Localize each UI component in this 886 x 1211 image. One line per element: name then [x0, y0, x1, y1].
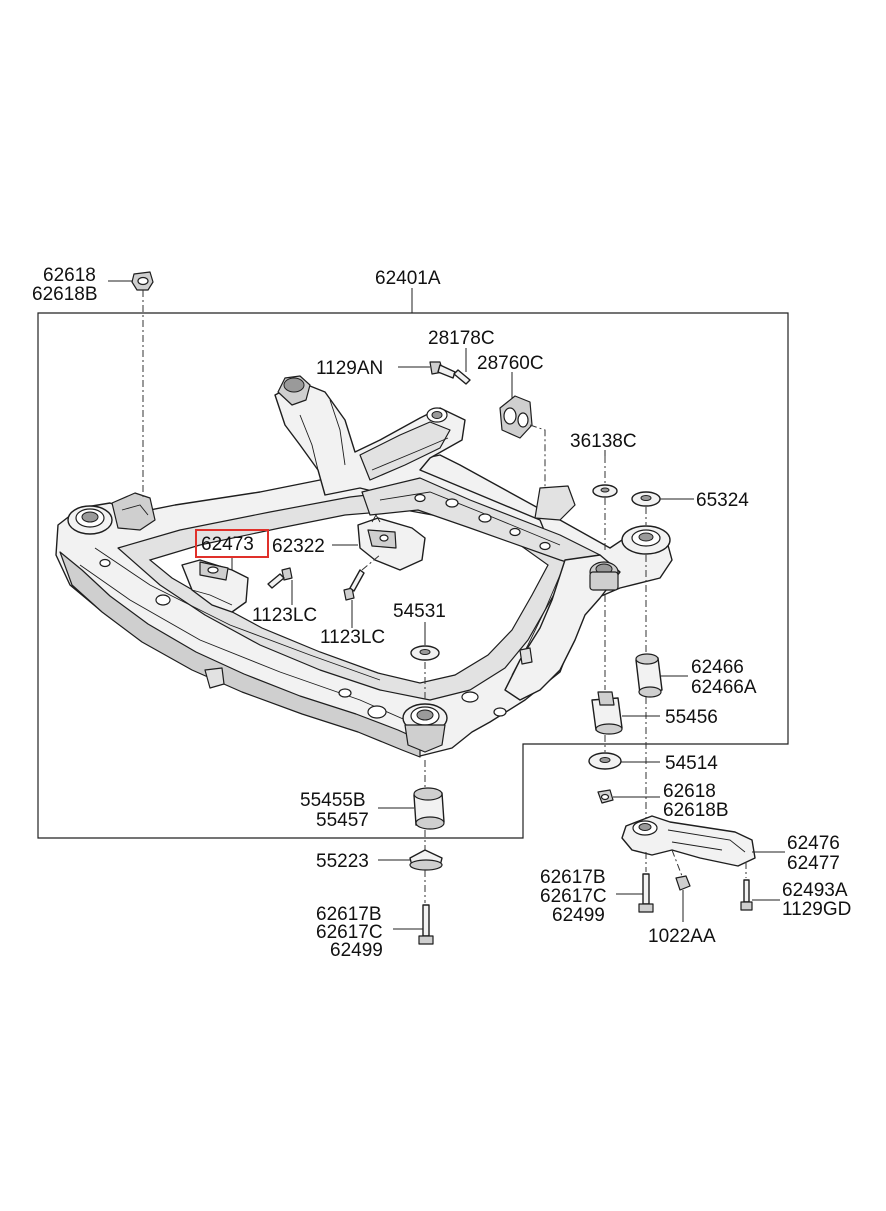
pin-28178c	[453, 369, 471, 385]
washer-65324	[631, 491, 661, 507]
dash-1123lc-b	[361, 554, 381, 571]
part-label[interactable]: 62322	[272, 536, 325, 557]
dash-1022aa	[671, 849, 683, 877]
part-label[interactable]: 62466	[691, 657, 744, 678]
part-label[interactable]: 36138C	[570, 431, 637, 452]
part-label[interactable]: 1129AN	[316, 358, 383, 379]
nut-1022aa	[675, 875, 691, 891]
part-label[interactable]: 55456	[665, 707, 718, 728]
bolt-1123lc-b	[343, 569, 365, 601]
part-label[interactable]: 62493A	[782, 880, 848, 901]
part-label[interactable]: 62617B	[316, 904, 382, 925]
assembly-frame-outline	[37, 312, 789, 839]
bolt-62493a	[740, 879, 753, 911]
hanger-28760c	[499, 395, 533, 439]
nut-62618-mid	[597, 789, 614, 804]
bracket-62476	[621, 815, 756, 867]
insulator-55456	[591, 691, 623, 735]
highlight-box-62473	[195, 529, 269, 558]
part-label[interactable]: 62499	[552, 905, 605, 926]
bolt-62617b-left	[418, 904, 434, 945]
part-label[interactable]: 62618B	[663, 800, 729, 821]
part-label[interactable]: 62618B	[32, 284, 98, 305]
bolt-62617b-right	[638, 873, 654, 913]
nut-62618-top	[131, 271, 154, 291]
part-label[interactable]: 55457	[316, 810, 369, 831]
part-label[interactable]: 62618	[663, 781, 716, 802]
part-label[interactable]: 62618	[43, 265, 96, 286]
part-label[interactable]: 62401A	[375, 268, 441, 289]
part-label[interactable]: 1123LC	[320, 627, 385, 648]
part-label[interactable]: 1129GD	[782, 899, 851, 920]
washer-54531	[410, 645, 440, 661]
part-label[interactable]: 55455B	[300, 790, 366, 811]
part-label[interactable]: 65324	[696, 490, 749, 511]
washer-55223	[409, 849, 443, 871]
part-label[interactable]: 62617C	[540, 886, 607, 907]
washer-54514	[588, 752, 622, 770]
part-label[interactable]: 54514	[665, 753, 718, 774]
bushing-62466	[635, 653, 663, 698]
part-label[interactable]: 62617B	[540, 867, 606, 888]
part-label[interactable]: 28178C	[428, 328, 495, 349]
washer-36138c	[592, 484, 618, 498]
bracket-62322	[357, 514, 426, 571]
bolt-1129an	[429, 361, 456, 379]
part-label[interactable]: 62499	[330, 940, 383, 961]
part-label[interactable]: 62466A	[691, 677, 757, 698]
bolt-1123lc-a	[267, 567, 293, 589]
part-label[interactable]: 1123LC	[252, 605, 317, 626]
part-label[interactable]: 1022AA	[648, 926, 716, 947]
part-label-highlighted[interactable]: 62473	[201, 534, 254, 555]
part-label[interactable]: 62476	[787, 833, 840, 854]
bracket-62473	[181, 559, 249, 613]
part-label[interactable]: 28760C	[477, 353, 544, 374]
part-label[interactable]: 55223	[316, 851, 369, 872]
part-label[interactable]: 62477	[787, 853, 840, 874]
bushing-55455b	[413, 787, 445, 830]
part-label[interactable]: 62617C	[316, 922, 383, 943]
part-label[interactable]: 54531	[393, 601, 446, 622]
